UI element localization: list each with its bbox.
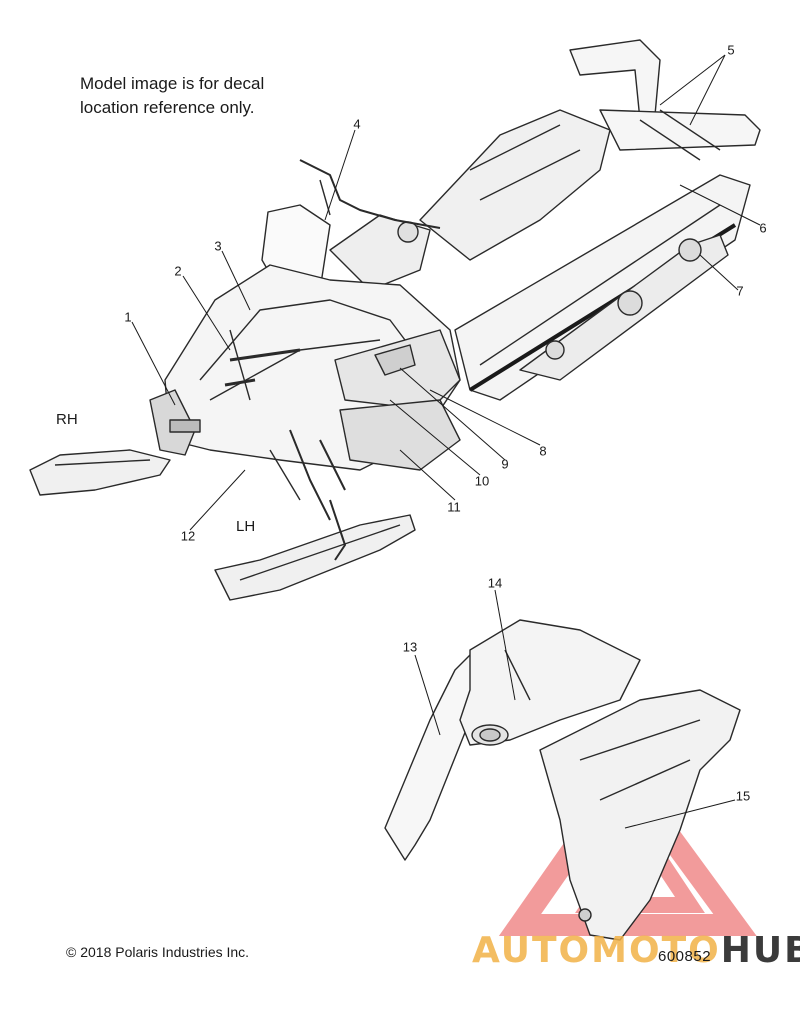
- leader-4: [324, 129, 356, 221]
- callout-5: 5: [727, 42, 735, 58]
- leader-7: [699, 254, 739, 291]
- leader-14: [494, 589, 516, 701]
- leader-5b: [689, 54, 726, 126]
- left-hand-label: LH: [236, 518, 256, 535]
- callout-3: 3: [214, 238, 222, 254]
- leader-lines: [131, 54, 761, 829]
- callout-4: 4: [353, 116, 361, 132]
- copyright-text: © 2018 Polaris Industries Inc.: [66, 944, 250, 960]
- callout-7: 7: [736, 283, 744, 299]
- leader-15: [624, 799, 736, 829]
- watermark-text-part2: HUB: [720, 930, 800, 971]
- leader-11: [399, 449, 456, 501]
- callout-2: 2: [174, 263, 182, 279]
- callout-9: 9: [501, 456, 509, 472]
- callout-1: 1: [124, 309, 132, 325]
- callout-14: 14: [487, 575, 503, 591]
- callout-8: 8: [539, 443, 547, 459]
- leader-2: [182, 275, 231, 351]
- leader-10: [389, 399, 481, 476]
- leader-6: [679, 184, 761, 226]
- callout-12: 12: [180, 528, 196, 544]
- leader-3: [221, 250, 251, 311]
- note-line-1: Model image is for decal: [80, 74, 265, 93]
- callout-13: 13: [402, 639, 418, 655]
- figure-number: 600852: [658, 948, 712, 965]
- callout-10: 10: [474, 473, 490, 489]
- leader-1: [131, 321, 176, 406]
- callout-11: 11: [447, 499, 461, 515]
- watermark-text: AUTOMOTOHUB: [472, 930, 800, 971]
- leader-8: [429, 389, 541, 446]
- callout-6: 6: [759, 220, 767, 236]
- leader-5a: [659, 54, 726, 106]
- callout-15: 15: [735, 788, 751, 804]
- leader-12: [189, 469, 246, 531]
- reference-note: Model image is for decal location refere…: [80, 72, 264, 120]
- leader-9: [399, 367, 506, 461]
- watermark-text-part1: AUTOMOTO: [472, 930, 721, 971]
- snowmobile-body: [29, 39, 761, 601]
- side-panel-detail: [384, 619, 741, 941]
- right-hand-label: RH: [56, 411, 78, 428]
- leader-13: [414, 654, 441, 736]
- note-line-2: location reference only.: [80, 98, 255, 117]
